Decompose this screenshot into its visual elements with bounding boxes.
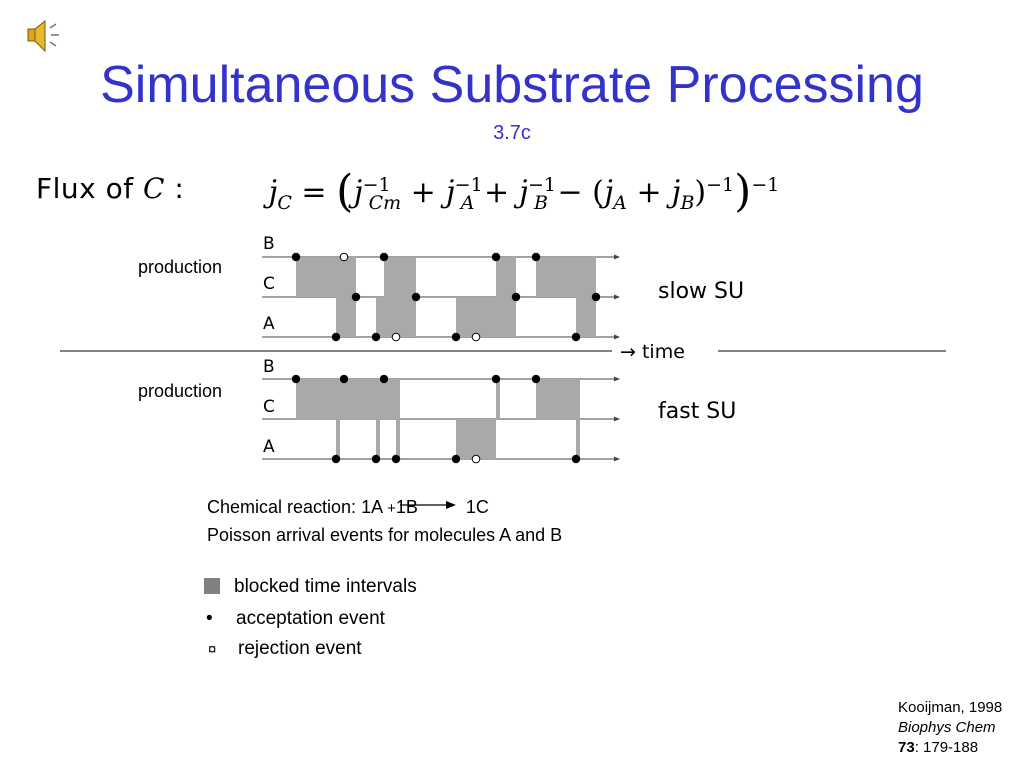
fast-accept-a-1 (371, 454, 381, 464)
fast-lane-label-a: A (263, 437, 275, 457)
citation-volume-line: 73: 179-188 (898, 738, 1002, 758)
slow-lane-b-arrow (614, 254, 620, 260)
reaction-prefix: Chemical reaction: 1A (207, 497, 383, 517)
fast-blocked-c-2 (384, 379, 400, 419)
reaction-arrow-icon (399, 501, 456, 509)
fast-su-label: fast SU (658, 399, 736, 424)
fast-accept-b-0 (291, 374, 301, 384)
citation-volume: 73 (898, 739, 915, 756)
fast-blocked-a-0 (336, 419, 340, 459)
slow-reject-a-1 (471, 332, 481, 342)
slow-su-label: slow SU (658, 279, 744, 304)
slow-blocked-c-3 (536, 257, 596, 297)
slide-title: Simultaneous Substrate Processing (100, 56, 924, 114)
flux-formula: j̇C = (j̇−1Cm + j̇−1A + j̇−1B − (j̇A + j… (268, 166, 780, 217)
reaction-plus: + (387, 500, 396, 517)
fast-accept-b-2 (379, 374, 389, 384)
slow-lane-a-arrow (614, 334, 620, 340)
slow-blocked-c-1 (384, 257, 416, 297)
slow-accept-a-2 (451, 332, 461, 342)
fast-lane-label-c: C (263, 397, 275, 417)
slow-accept-b-0 (291, 252, 301, 262)
slow-blocked-a-2 (456, 297, 516, 337)
slow-accept-c-0 (351, 292, 361, 302)
citation-pages: : 179-188 (914, 739, 979, 756)
legend-reject: ¤ rejection event (208, 638, 362, 660)
fast-lane-label-b: B (263, 357, 275, 377)
legend-blocked: blocked time intervals (204, 576, 417, 598)
accept-dot-icon: • (206, 608, 213, 629)
fast-accept-b-1 (339, 374, 349, 384)
reaction-description: Chemical reaction: 1A +1B 1C Poisson arri… (207, 494, 562, 548)
slow-blocked-a-1 (376, 297, 416, 337)
fast-blocked-a-3 (456, 419, 496, 459)
fast-lane-b-arrow (614, 376, 620, 382)
slow-accept-c-1 (411, 292, 421, 302)
processing-diagram: → time B C A B C A production production… (60, 234, 946, 464)
slow-blocked-c-2 (496, 257, 516, 297)
fast-lane-c-arrow (614, 416, 620, 422)
reaction-product: 1C (465, 497, 489, 517)
slow-blocked-a-3 (576, 297, 596, 337)
slow-accept-a-3 (571, 332, 581, 342)
slow-reject-a-0 (391, 332, 401, 342)
slide-subtitle: 3.7c (493, 122, 531, 144)
flux-colon: : (174, 172, 185, 205)
poisson-line: Poisson arrival events for molecules A a… (207, 525, 563, 545)
fast-lane-a-arrow (614, 456, 620, 462)
slow-lane-label-b: B (263, 234, 275, 254)
slow-lane-label-c: C (263, 274, 275, 294)
fast-accept-a-4 (571, 454, 581, 464)
fast-reject-a-0 (471, 454, 481, 464)
reject-symbol-icon: ¤ (208, 641, 217, 658)
fast-production-label: production (138, 381, 222, 401)
slow-accept-c-3 (591, 292, 601, 302)
fast-blocked-a-2 (396, 419, 400, 459)
citation: Kooijman, 1998 Biophys Chem 73: 179-188 (898, 698, 1002, 758)
slow-production-label: production (138, 257, 222, 277)
legend-reject-text: rejection event (238, 638, 362, 659)
legend-accept: • acceptation event (206, 608, 385, 630)
fast-accept-a-2 (391, 454, 401, 464)
slow-accept-b-3 (531, 252, 541, 262)
fast-blocked-a-1 (376, 419, 380, 459)
slow-blocked-c-0 (296, 257, 356, 297)
fast-accept-a-0 (331, 454, 341, 464)
flux-label-text: Flux of (36, 172, 134, 205)
slow-blocked-a-0 (336, 297, 356, 337)
flux-label: Flux of C : (36, 172, 184, 205)
fast-accept-a-3 (451, 454, 461, 464)
fast-blocked-a-4 (576, 419, 580, 459)
slow-lane-c-arrow (614, 294, 620, 300)
fast-accept-b-4 (531, 374, 541, 384)
slow-accept-c-2 (511, 292, 521, 302)
slow-reject-b-0 (339, 252, 349, 262)
reaction-line: Chemical reaction: 1A +1B 1C (207, 494, 562, 522)
slow-accept-a-0 (331, 332, 341, 342)
time-label: → time (620, 341, 685, 363)
speaker-icon[interactable] (26, 18, 64, 54)
flux-variable: C (143, 172, 165, 205)
fast-accept-b-3 (491, 374, 501, 384)
citation-journal: Biophys Chem (898, 719, 996, 736)
slow-accept-b-2 (491, 252, 501, 262)
legend-blocked-text: blocked time intervals (234, 576, 417, 597)
slow-lane-label-a: A (263, 314, 275, 334)
fast-blocked-c-3 (496, 379, 500, 419)
slow-accept-a-1 (371, 332, 381, 342)
citation-author: Kooijman, 1998 (898, 699, 1003, 716)
legend-accept-text: acceptation event (236, 608, 385, 629)
fast-blocked-c-0 (296, 379, 344, 419)
blocked-square-icon (204, 578, 220, 594)
reaction-reactant-b: 1B (395, 497, 418, 517)
fast-blocked-c-4 (536, 379, 580, 419)
fast-blocked-c-1 (344, 379, 384, 419)
slow-accept-b-1 (379, 252, 389, 262)
